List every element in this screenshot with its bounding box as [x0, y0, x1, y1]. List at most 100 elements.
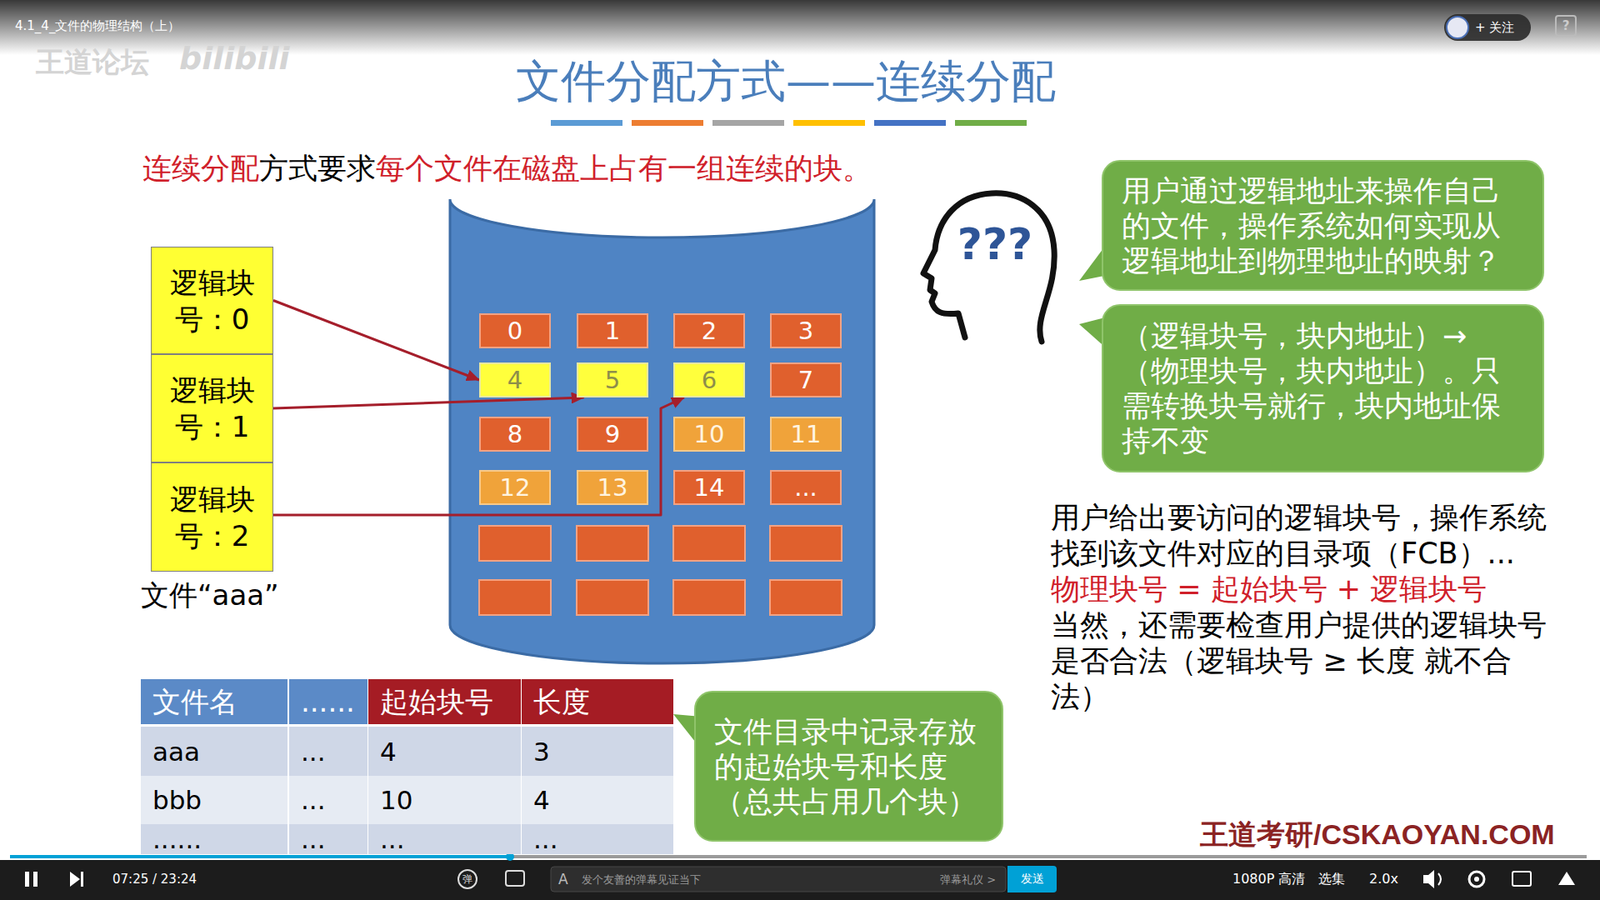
title-underline-bars [793, 120, 865, 126]
player-icons [505, 870, 525, 886]
watermark-text: 王道考研/CSKAOYAN.COM [1200, 818, 1555, 850]
question-marks: ??? [948, 218, 1042, 270]
disk-block-text: 4 [507, 365, 523, 395]
time-display: 07:25 / 23:24 [112, 870, 197, 888]
explanation-block: 用户给出要访问的逻辑块号，操作系统找到该文件对应的目录项（FCB）...物理块号… [1050, 500, 1561, 715]
callout-bubble: 用户通过逻辑地址来操作自己的文件，操作系统如何实现从逻辑地址到物理地址的映射？ [1101, 160, 1545, 291]
empty-disk-blocks [770, 580, 842, 615]
callout-bubble-text: （逻辑块号，块内地址）→（物理块号，块内地址）。只需转换块号就行，块内地址保持不… [1121, 318, 1525, 459]
player-icons [1423, 870, 1435, 889]
watermark: 王道考研/CSKAOYAN.COM [1200, 818, 1555, 850]
disk-block-text: 6 [701, 365, 717, 395]
follow-button-text: + 关注 [1475, 18, 1515, 37]
disk-block: 4 [479, 362, 551, 398]
table-cell: ... [521, 824, 674, 855]
logical-block-text: 逻辑块号：2 [160, 480, 265, 555]
input-placeholder: 发个友善的弹幕见证当下 [581, 871, 701, 889]
logical-block: 逻辑块号：0 [150, 246, 274, 355]
video-title: 4.1_4_文件的物理结构（上） [15, 18, 180, 35]
file-caption: 文件“aaa” [140, 576, 280, 614]
help-icon-text: ? [1562, 18, 1570, 34]
disk-block: 12 [479, 470, 551, 505]
callout-bubble-text: 文件目录中记录存放的起始块号和长度（总共占用几个块） [714, 714, 984, 820]
table-cell-text: 4 [380, 736, 397, 767]
danmaku-toggle: 弹 [457, 869, 478, 890]
explanation-text: 当然，还需要检查用户提供的逻辑块号是否合法（逻辑块号 ≥ 长度 就不合法） [1050, 607, 1561, 715]
watermark-text: 王道论坛 [35, 43, 150, 82]
watermark-text: bilibili [179, 40, 290, 77]
disk-block: 8 [479, 416, 551, 452]
intro-highlight: 连续分配 [142, 151, 260, 185]
disk-block-text: 12 [500, 473, 531, 502]
title-text: 文件分配方式——连续分配 [383, 55, 1189, 109]
disk-block: 9 [576, 416, 649, 452]
table-cell: aaa [140, 726, 288, 776]
title-underline-bars [712, 120, 785, 126]
intro-text: 方式要求 [259, 151, 376, 185]
formula-text: 物理块号 = 起始块号 + 逻辑块号 [1050, 571, 1561, 608]
follow-pill [1444, 14, 1531, 41]
player-icons [1469, 871, 1485, 887]
title-underline-bars [874, 120, 946, 126]
file-caption-text: 文件“aaa” [140, 576, 280, 614]
table-cell: ...... [140, 824, 288, 855]
player-icons [33, 871, 38, 887]
disk-block-text: 1 [605, 316, 620, 345]
empty-disk-blocks [770, 525, 842, 561]
table-cell: ... [289, 775, 368, 825]
progress-bar [10, 855, 510, 859]
table-cell-text: ... [300, 824, 326, 855]
table-cell: ... [289, 824, 368, 855]
disk-block: 2 [673, 313, 745, 349]
empty-disk-blocks [673, 580, 745, 615]
table-cell-text: 4 [533, 785, 550, 815]
disk-block-text: 7 [798, 365, 814, 395]
logical-block-text: 逻辑块号：0 [160, 264, 265, 338]
table-cell-text: ...... [152, 824, 202, 855]
table-cell-text: 10 [380, 785, 413, 815]
time-display-text: 07:25 / 23:24 [112, 870, 197, 888]
table-header-cell: 长度 [521, 679, 674, 725]
disk-block-text: 0 [507, 316, 523, 345]
danmaku-etiquette: 弹幕礼仪 > [940, 871, 996, 889]
table-cell-text: bbb [152, 785, 202, 815]
disk-block-text: 10 [694, 420, 725, 449]
table-header-cell: ...... [289, 679, 368, 725]
watermark: bilibili [179, 40, 290, 77]
table-header-cell-text: 起始块号 [380, 684, 494, 720]
logical-block: 逻辑块号：2 [150, 462, 274, 572]
disk-block-text: 5 [605, 365, 620, 395]
disk-block-text: 8 [507, 420, 523, 449]
mapping-arrow [273, 300, 480, 381]
table-cell-text: ... [380, 824, 405, 855]
disk-block-text: 3 [798, 316, 814, 345]
thinking-head [923, 193, 1055, 342]
player-icons [80, 871, 84, 887]
episode-button: 选集 [1318, 870, 1345, 888]
disk-block: 7 [770, 362, 842, 398]
table-cell: 4 [368, 726, 521, 776]
speed-button-text: 2.0x [1369, 870, 1399, 888]
disk-block: 5 [576, 362, 649, 398]
video-title-text: 4.1_4_文件的物理结构（上） [15, 18, 180, 35]
callout-bubble: （逻辑块号，块内地址）→（物理块号，块内地址）。只需转换块号就行，块内地址保持不… [1101, 304, 1545, 473]
input-placeholder-text: 发个友善的弹幕见证当下 [581, 871, 701, 889]
callout-bubble: 文件目录中记录存放的起始块号和长度（总共占用几个块） [694, 690, 1004, 842]
input-icon: A [558, 869, 569, 890]
table-header-cell-text: ...... [300, 684, 355, 720]
danmaku-toggle-text: 弹 [462, 872, 473, 887]
explanation-text: 用户给出要访问的逻辑块号，操作系统找到该文件对应的目录项（FCB）... [1050, 500, 1561, 572]
table-cell-text: 3 [533, 736, 550, 767]
quality-button-text: 1080P 高清 [1232, 870, 1305, 888]
title-underline-bars [550, 120, 1027, 126]
danmaku-etiquette-text: 弹幕礼仪 > [940, 871, 996, 889]
empty-disk-blocks [673, 525, 745, 561]
player-icons [1512, 871, 1531, 886]
disk-block: 3 [770, 313, 842, 349]
quality-button: 1080P 高清 [1232, 870, 1305, 888]
disk-block-text: ... [794, 473, 818, 502]
player-icons [1438, 873, 1441, 885]
empty-disk-blocks [479, 525, 551, 561]
help-icon: ? [1555, 15, 1577, 37]
table-cell-text: ... [300, 736, 326, 767]
